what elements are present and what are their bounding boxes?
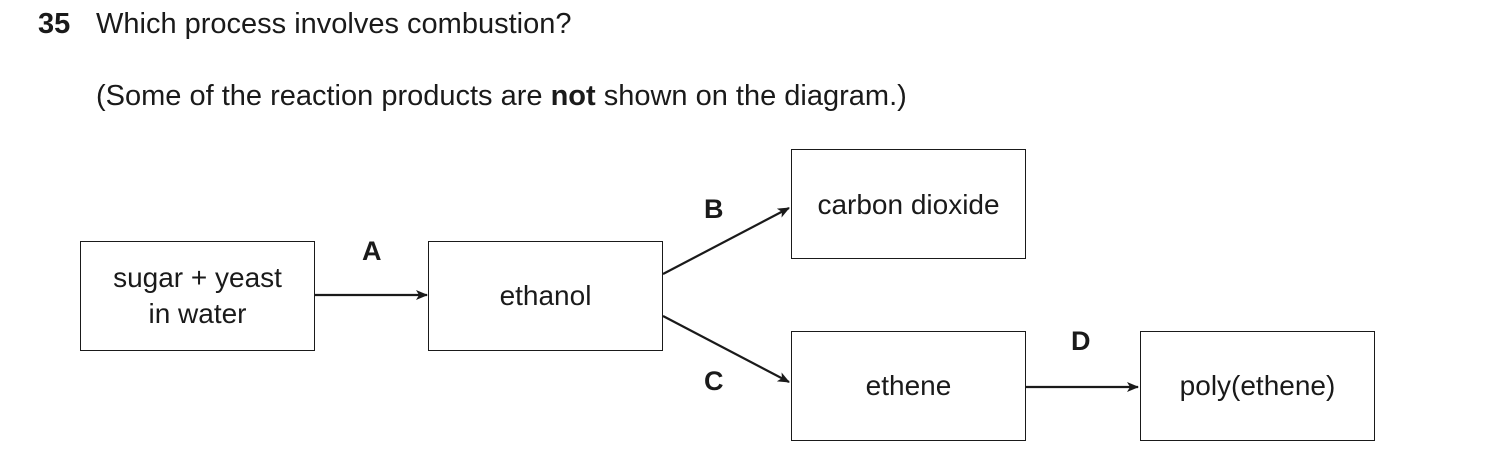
step-label-D: D xyxy=(1071,326,1091,356)
question-text: Which process involves combustion? xyxy=(96,8,572,40)
arrow-B xyxy=(662,207,790,275)
note-text-end: shown on the diagram.) xyxy=(595,80,907,112)
arrow-C xyxy=(662,315,790,383)
box-carbon-dioxide-label: carbon dioxide xyxy=(817,189,1000,220)
box-sugar-yeast: sugar + yeast in water xyxy=(80,241,315,351)
note-text-start: (Some of the reaction products are xyxy=(96,80,551,112)
question-number: 35 xyxy=(38,8,71,40)
step-label-B: B xyxy=(704,194,724,224)
box-carbon-dioxide: carbon dioxide xyxy=(791,149,1026,259)
step-label-C: C xyxy=(704,366,724,396)
question-note: (Some of the reaction products are not s… xyxy=(96,78,907,114)
box-ethanol-label: ethanol xyxy=(499,280,592,311)
note-emphasis: not xyxy=(550,80,596,112)
box-ethene-label: ethene xyxy=(865,370,952,401)
box-ethene: ethene xyxy=(791,331,1026,441)
box-polyethene-label: poly(ethene) xyxy=(1179,370,1336,401)
box-sugar-yeast-label: sugar + yeast in water xyxy=(113,262,282,329)
box-ethanol: ethanol xyxy=(428,241,663,351)
step-label-A: A xyxy=(362,236,382,266)
box-polyethene: poly(ethene) xyxy=(1140,331,1375,441)
